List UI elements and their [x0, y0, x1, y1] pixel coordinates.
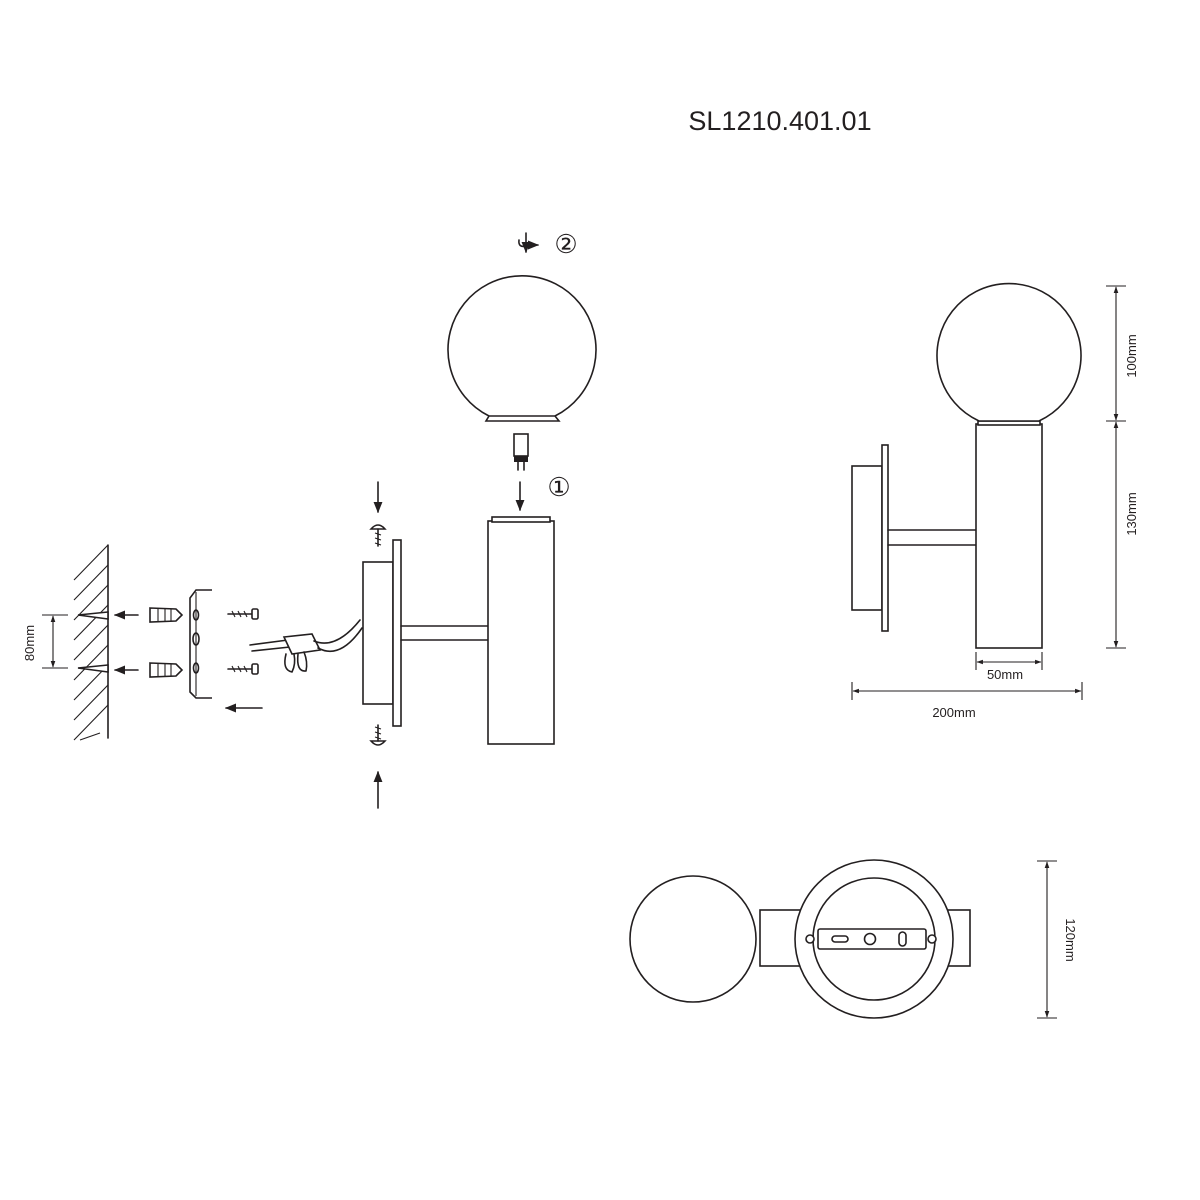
step-1-marker: ①	[547, 472, 570, 502]
wall-section	[73, 544, 109, 741]
terminal-connector	[249, 619, 363, 673]
mounting-bracket	[189, 589, 212, 699]
total-depth-label: 200mm	[932, 705, 975, 720]
connecting-arm	[400, 625, 489, 641]
model-title: SL1210.401.01	[688, 106, 871, 136]
g9-bulb	[513, 433, 529, 471]
wall-anchor-lower	[149, 662, 184, 678]
mount-spacing-dimension: 80mm	[22, 614, 68, 669]
canopy-side	[362, 539, 402, 727]
top-view	[629, 859, 971, 1019]
body-width-label: 50mm	[987, 667, 1023, 682]
bracket-screw-lower	[227, 663, 259, 675]
exploded-installation-view: 80mm	[22, 229, 597, 809]
top-dimensions: 120mm	[1037, 860, 1078, 1019]
wall-anchor-upper	[149, 607, 184, 623]
side-view	[851, 282, 1082, 649]
side-dimensions: 100mm 130mm 50mm 200mm	[851, 285, 1139, 720]
body-height-label: 130mm	[1124, 492, 1139, 535]
twist-icon	[518, 232, 540, 254]
step-2-marker: ②	[554, 229, 577, 259]
globe-height-label: 100mm	[1124, 334, 1139, 377]
cylinder-body	[487, 516, 555, 745]
mount-spacing-label: 80mm	[22, 625, 37, 661]
bracket-screw-upper	[227, 608, 259, 620]
glass-globe	[447, 274, 597, 422]
plate-diameter-label: 120mm	[1063, 918, 1078, 961]
top-screw	[369, 524, 387, 547]
bottom-screw	[369, 724, 387, 746]
